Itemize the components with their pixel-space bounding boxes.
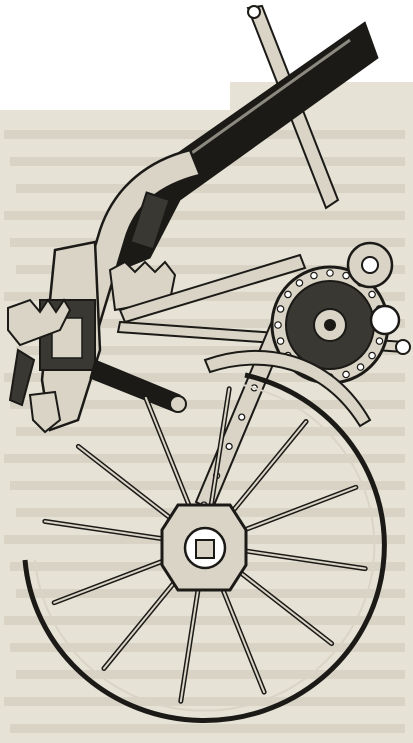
gear-tooth — [342, 370, 350, 379]
bleed-text-line — [10, 400, 405, 409]
toothed-quadrant — [7, 298, 72, 347]
gear-tooth — [276, 305, 285, 313]
bleed-text-line — [4, 211, 405, 220]
gear-tooth — [342, 271, 350, 280]
handle-spring — [129, 191, 171, 251]
frame-rivet — [238, 413, 246, 421]
bleed-text-line — [16, 427, 405, 436]
bleed-text-line — [16, 670, 405, 679]
bleed-text-line — [10, 319, 405, 328]
axle-square — [195, 539, 215, 559]
bleed-text-line — [16, 346, 405, 355]
gear-tooth — [375, 337, 384, 345]
gear-tooth — [274, 321, 282, 329]
lower-link-pivot — [169, 395, 187, 413]
lower-link — [89, 359, 181, 413]
rod-eye — [247, 5, 261, 19]
bleed-text-line — [16, 184, 405, 193]
bleed-text-line — [10, 238, 405, 247]
frame-rivet — [225, 442, 233, 451]
bleed-text-line — [16, 589, 405, 598]
bleed-text-line — [4, 373, 405, 382]
bleed-text-line — [4, 454, 405, 463]
bleed-text-line — [16, 265, 405, 274]
bleed-text-line — [10, 643, 405, 652]
bleed-text-line — [4, 697, 405, 706]
handle-highlight — [167, 38, 351, 172]
rod-end-eye — [395, 339, 411, 355]
wheel-rim-outer — [22, 372, 387, 723]
tine — [8, 348, 36, 407]
gear-tooth — [284, 290, 292, 299]
gear-tooth — [276, 337, 285, 345]
upper-frame-bar — [118, 253, 307, 324]
wheel-rim-inner — [34, 384, 376, 712]
upper-sprocket-hub — [361, 256, 379, 274]
side-eye — [369, 304, 401, 336]
gear-tooth — [368, 290, 376, 299]
gear-tooth — [356, 363, 365, 371]
gear-tooth — [326, 269, 334, 277]
gear-axle — [324, 319, 336, 331]
bleed-text-line — [4, 616, 405, 625]
gear-tooth — [310, 271, 318, 280]
gear-tooth — [368, 351, 376, 360]
curved-tine — [203, 349, 372, 428]
gear-tooth — [295, 279, 304, 287]
bleed-text-line — [10, 724, 405, 733]
cutter-foot — [28, 390, 62, 434]
